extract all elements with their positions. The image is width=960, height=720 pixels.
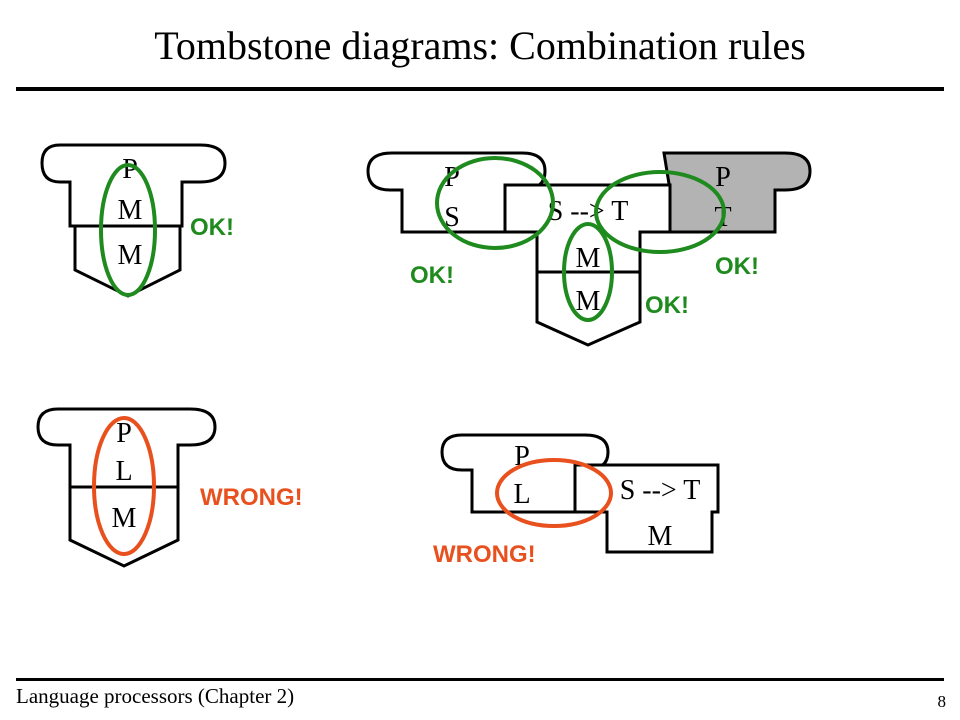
diagram-translation: P S S --> T M M P T OK! OK! OK!: [366, 151, 812, 347]
match-highlight: [99, 163, 157, 297]
source-language-label: S: [444, 202, 460, 233]
mismatch-highlight: [92, 416, 156, 556]
language-label: L: [115, 456, 132, 487]
translator-label: S --> T: [548, 196, 629, 227]
mismatch-highlight: [495, 458, 613, 528]
target-program-tombstone[interactable]: [662, 151, 812, 234]
machine-label: M: [576, 286, 601, 317]
middle-verdict-label: OK!: [645, 292, 689, 319]
slide-title: Tombstone diagrams: Combination rules: [154, 23, 806, 68]
right-match-highlight: [594, 170, 726, 254]
program-tombstone: [40, 143, 227, 228]
verdict-label: OK!: [190, 214, 234, 241]
right-verdict-label: OK!: [715, 253, 759, 280]
program-label: P: [122, 154, 138, 185]
left-verdict-label: OK!: [410, 262, 454, 289]
program-label: P: [116, 418, 132, 449]
middle-match-highlight: [562, 222, 614, 322]
language-label: L: [513, 479, 530, 510]
verdict-label: WRONG!: [433, 541, 536, 568]
translator-language-label: M: [576, 243, 601, 274]
translator-label: S --> T: [620, 475, 701, 506]
left-match-highlight: [435, 156, 555, 250]
translator-language-label: M: [648, 521, 673, 552]
title-divider: [16, 87, 944, 91]
diagram-mismatch-machine: P L M WRONG!: [36, 407, 303, 568]
diagram-program-on-machine: P M M OK!: [40, 143, 234, 298]
footer-label: Language processors (Chapter 2): [16, 684, 295, 708]
machine-label: M: [112, 503, 137, 534]
machine-label: M: [118, 240, 143, 271]
verdict-label: WRONG!: [200, 484, 303, 511]
diagram-mismatch-translator: P L S --> T M WRONG!: [433, 433, 720, 568]
page-number: 8: [937, 692, 947, 711]
language-label: M: [118, 195, 143, 226]
target-program-label: P: [715, 162, 731, 193]
footer-divider: [16, 678, 944, 681]
